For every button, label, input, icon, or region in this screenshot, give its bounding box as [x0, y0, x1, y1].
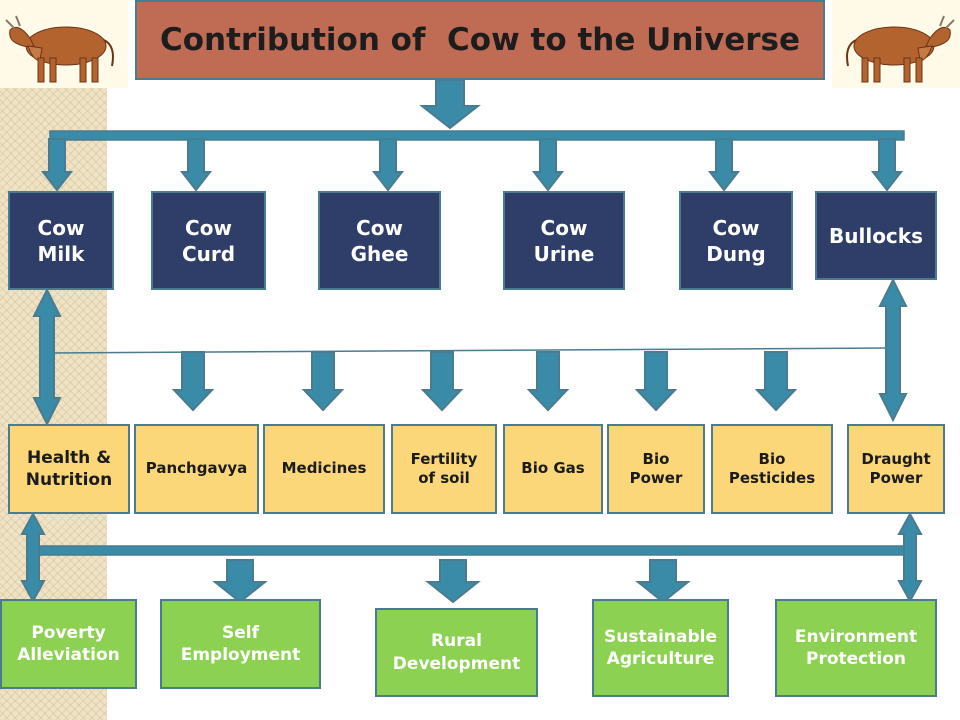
double-arrow-health-to-poverty	[20, 511, 46, 604]
arrow-to-bio-gas	[526, 351, 570, 412]
source-bullocks: Bullocks	[815, 191, 937, 280]
arrow-to-bio-power	[634, 351, 678, 412]
cow-image-right	[832, 0, 960, 88]
source-cow-urine: Cow Urine	[503, 191, 625, 290]
bottom-distribution-bar	[29, 545, 913, 556]
double-arrow-bullocks-to-draught	[878, 277, 908, 423]
product-bio-gas: Bio Gas	[503, 424, 603, 514]
double-arrow-milk-to-health	[32, 287, 62, 427]
cow-image-left	[0, 0, 128, 88]
product-bio-power: Bio Power	[607, 424, 705, 514]
source-cow-milk: Cow Milk	[8, 191, 114, 290]
outcome-rural-development: Rural Development	[375, 608, 538, 697]
arrow-to-cow-curd	[179, 138, 213, 192]
top-distribution-bar	[49, 130, 905, 141]
outcome-environment-protection: Environment Protection	[775, 599, 937, 697]
arrow-to-fertility-of-soil	[420, 351, 464, 412]
arrow-to-rural-development	[425, 559, 481, 604]
arrow-to-bullocks	[870, 138, 904, 192]
diagram-title: Contribution of Cow to the Universe	[135, 0, 825, 80]
arrow-to-sustainable-agriculture	[635, 559, 691, 604]
product-fertility-of-soil: Fertility of soil	[391, 424, 497, 514]
source-cow-ghee: Cow Ghee	[318, 191, 441, 290]
arrow-to-cow-milk	[40, 138, 74, 192]
arrow-to-bio-pesticides	[754, 351, 798, 412]
arrow-to-panchgavya	[171, 351, 215, 412]
product-draught-power: Draught Power	[847, 424, 945, 514]
source-cow-curd: Cow Curd	[151, 191, 266, 290]
double-arrow-draught-to-environment	[897, 511, 923, 604]
arrow-to-self-employment	[212, 559, 268, 604]
outcome-sustainable-agriculture: Sustainable Agriculture	[592, 599, 729, 697]
source-cow-dung: Cow Dung	[679, 191, 793, 290]
product-bio-pesticides: Bio Pesticides	[711, 424, 833, 514]
product-panchgavya: Panchgavya	[134, 424, 259, 514]
arrow-to-cow-dung	[707, 138, 741, 192]
product-medicines: Medicines	[263, 424, 385, 514]
outcome-self-employment: Self Employment	[160, 599, 321, 689]
arrow-to-cow-urine	[531, 138, 565, 192]
arrow-to-medicines	[301, 351, 345, 412]
product-health-nutrition: Health & Nutrition	[8, 424, 130, 514]
title-down-arrow	[419, 79, 481, 130]
outcome-poverty-alleviation: Poverty Alleviation	[0, 599, 137, 689]
arrow-to-cow-ghee	[371, 138, 405, 192]
